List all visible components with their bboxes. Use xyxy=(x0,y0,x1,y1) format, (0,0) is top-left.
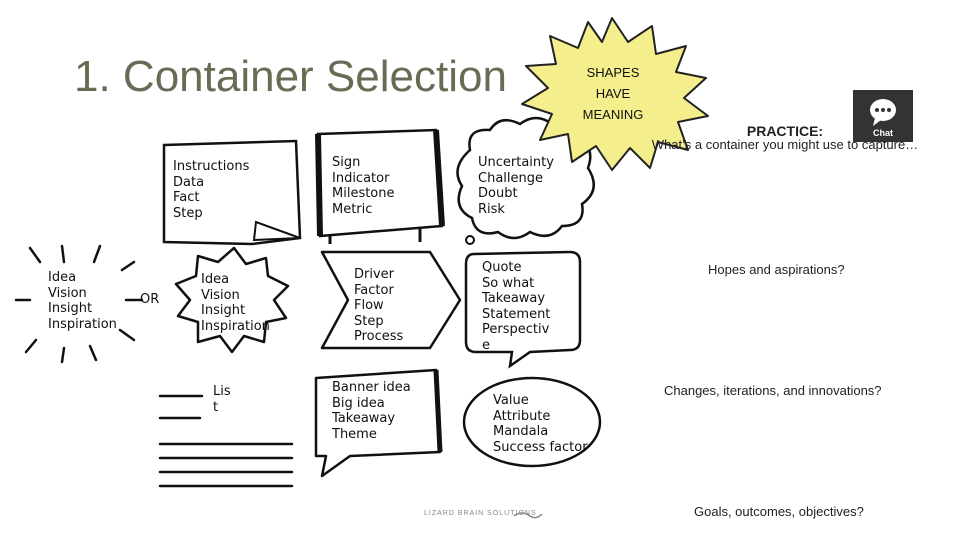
footer-logo: LIZARD BRAIN SOLUTIONS xyxy=(424,510,537,517)
cloud-container-text: Uncertainty Challenge Doubt Risk xyxy=(478,155,554,217)
practice-heading: PRACTICE: xyxy=(746,123,824,139)
list-container-shape xyxy=(158,394,294,488)
banner-container-text: Banner idea Big idea Takeaway Theme xyxy=(332,380,411,442)
cloud-container-shape xyxy=(456,116,595,240)
practice-block: PRACTICE: What’s a container you might u… xyxy=(640,124,930,152)
question-changes: Changes, iterations, and innovations? xyxy=(664,383,882,398)
practice-prompt: What’s a container you might use to capt… xyxy=(651,137,919,152)
sign-container-text: Sign Indicator Milestone Metric xyxy=(332,155,395,217)
oval-container-text: Value Attribute Mandala Success factor xyxy=(493,393,588,455)
chat-bubble-icon xyxy=(870,99,896,126)
shapes-burst-shape xyxy=(521,17,709,171)
or-label: OR xyxy=(140,292,160,307)
list-container-text: Lis t xyxy=(213,384,231,415)
star-container-text: Idea Vision Insight Inspiration xyxy=(201,272,270,334)
star-container-shape xyxy=(174,246,290,354)
page-container-text: Instructions Data Fact Step xyxy=(173,159,250,221)
rays-container-shape xyxy=(14,244,144,364)
arrow-container-text: Driver Factor Flow Step Process xyxy=(354,267,404,344)
chat-button[interactable]: Chat xyxy=(853,90,913,142)
oval-container-shape xyxy=(462,376,602,468)
page-container-shape xyxy=(162,139,302,246)
arrow-container-shape xyxy=(320,250,462,350)
rays-container-text: Idea Vision Insight Inspiration xyxy=(48,270,117,332)
slide-title: 1. Container Selection xyxy=(74,52,507,101)
shapes-have-meaning-text: SHAPES HAVE MEANING xyxy=(582,65,644,122)
question-hopes: Hopes and aspirations? xyxy=(708,262,845,277)
speech-container-text: Quote So what Takeaway Statement Perspec… xyxy=(482,260,551,353)
chat-label: Chat xyxy=(873,128,893,138)
speech-container-shape xyxy=(464,250,582,369)
question-goals: Goals, outcomes, objectives? xyxy=(694,504,864,519)
